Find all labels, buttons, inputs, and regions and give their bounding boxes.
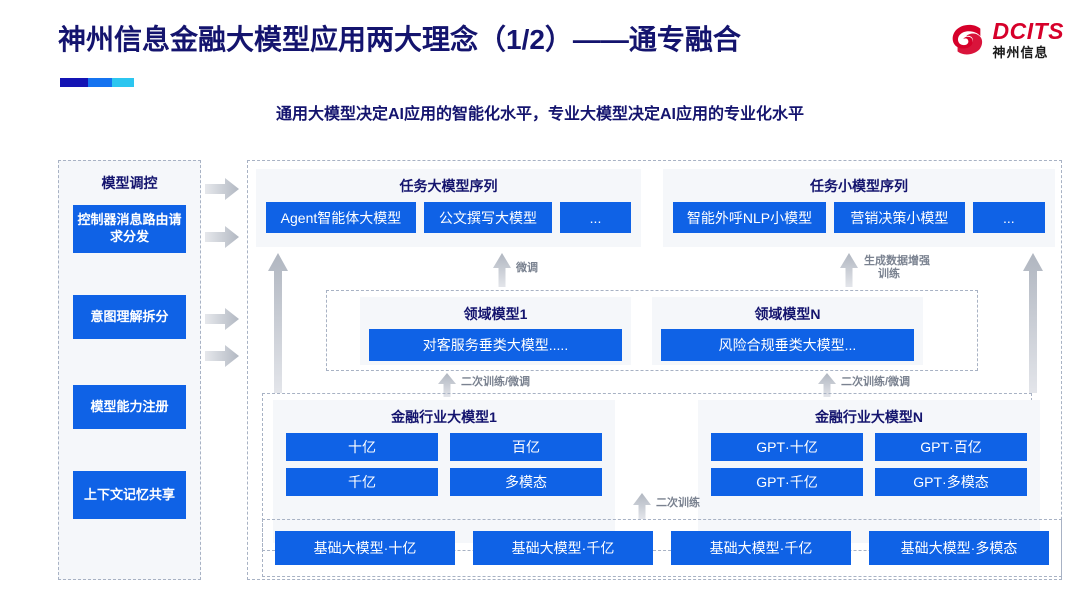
accent-bar — [60, 78, 134, 87]
panel-task-small-models: 任务小模型序列 智能外呼NLP小模型 营销决策小模型 ... — [663, 169, 1055, 247]
flow-arrow-up-retrain-right — [818, 373, 836, 397]
control-item-capability-registry[interactable]: 模型能力注册 — [73, 385, 186, 429]
flow-arrow-right-3 — [205, 308, 239, 330]
panel-task-big-title: 任务大模型序列 — [399, 178, 498, 194]
flow-arrow-up-finetune — [493, 253, 511, 287]
flow-arrow-right-2 — [205, 226, 239, 248]
chip-base-hundred-billion-2[interactable]: 基础大模型·千亿 — [671, 531, 851, 565]
chip-industry1-billion[interactable]: 十亿 — [286, 433, 438, 461]
flow-arrow-up-gen-data-aug — [840, 253, 858, 287]
chip-industry1-hundred-billion[interactable]: 千亿 — [286, 468, 438, 496]
chip-task-big-more[interactable]: ... — [560, 202, 631, 233]
arrow-label-retrain-finetune-right: 二次训练/微调 — [841, 376, 911, 388]
model-stack-container: 任务大模型序列 Agent智能体大模型 公文撰写大模型 ... 任务小模型序列 … — [247, 160, 1062, 580]
panel-domain-1-title: 领域模型1 — [463, 306, 528, 322]
accent-segment-3 — [111, 78, 134, 87]
flow-arrow-up-retrain-base — [633, 493, 651, 519]
chip-outbound-nlp-model[interactable]: 智能外呼NLP小模型 — [673, 202, 827, 233]
panel-task-big-models: 任务大模型序列 Agent智能体大模型 公文撰写大模型 ... — [256, 169, 641, 247]
panel-industry-1-title: 金融行业大模型1 — [391, 409, 497, 425]
panel-task-small-title: 任务小模型序列 — [810, 178, 908, 194]
control-item-context-memory[interactable]: 上下文记忆共享 — [73, 471, 186, 519]
chip-marketing-decision-model[interactable]: 营销决策小模型 — [834, 202, 965, 233]
accent-segment-1 — [60, 78, 89, 87]
arrow-label-retrain: 二次训练 — [656, 497, 700, 509]
arrow-label-finetune: 微调 — [516, 262, 538, 274]
page-subtitle: 通用大模型决定AI应用的智能化水平，专业大模型决定AI应用的专业化水平 — [275, 106, 804, 123]
chip-agent-model[interactable]: Agent智能体大模型 — [266, 202, 416, 233]
chip-industryn-gpt-billion[interactable]: GPT·十亿 — [711, 433, 863, 461]
panel-domain-n-title: 领域模型N — [754, 306, 821, 322]
chip-base-multimodal[interactable]: 基础大模型·多模态 — [869, 531, 1049, 565]
page-title: 神州信息金融大模型应用两大理念（1/2）——通专融合 — [58, 24, 741, 55]
arrow-label-retrain-finetune-left: 二次训练/微调 — [461, 376, 531, 388]
arrow-label-gen-data-aug: 生成数据增强 训练 — [864, 255, 930, 281]
chip-industry1-multimodal[interactable]: 多模态 — [450, 468, 602, 496]
flow-arrow-up-outer-right — [1023, 253, 1043, 393]
chip-customer-service-vertical-model[interactable]: 对客服务垂类大模型..... — [369, 329, 622, 361]
control-item-intent-parsing[interactable]: 意图理解拆分 — [73, 295, 186, 339]
flow-arrow-up-retrain-left — [438, 373, 456, 397]
arrow-label-gen-data-aug-line1: 生成数据增强 — [864, 255, 930, 267]
panel-domain-model-n: 领域模型N 风险合规垂类大模型... — [652, 297, 923, 365]
chip-industry1-ten-billion[interactable]: 百亿 — [450, 433, 602, 461]
brand-logo: DCITS 神州信息 — [949, 20, 1065, 59]
chip-industryn-gpt-ten-billion[interactable]: GPT·百亿 — [875, 433, 1027, 461]
control-column: 模型调控 控制器消息路由请求分发 意图理解拆分 模型能力注册 上下文记忆共享 — [58, 160, 201, 580]
control-column-title: 模型调控 — [101, 175, 158, 191]
foundation-model-band: 基础大模型·十亿 基础大模型·千亿 基础大模型·千亿 基础大模型·多模态 — [262, 519, 1062, 577]
logo-wordmark-en: DCITS — [992, 18, 1064, 44]
chip-base-billion[interactable]: 基础大模型·十亿 — [275, 531, 455, 565]
arrow-label-gen-data-aug-line2: 训练 — [878, 268, 900, 281]
dcits-swirl-icon — [952, 24, 982, 54]
accent-segment-2 — [88, 78, 112, 87]
panel-domain-model-1: 领域模型1 对客服务垂类大模型..... — [360, 297, 631, 365]
panel-industry-n-title: 金融行业大模型N — [814, 409, 924, 425]
domain-model-band: 领域模型1 对客服务垂类大模型..... 领域模型N 风险合规垂类大模型... — [326, 290, 978, 371]
flow-arrow-right-1 — [205, 178, 239, 200]
flow-arrow-up-outer-left — [268, 253, 288, 393]
chip-document-writing-model[interactable]: 公文撰写大模型 — [423, 202, 553, 233]
chip-base-hundred-billion-1[interactable]: 基础大模型·千亿 — [473, 531, 653, 565]
chip-industryn-gpt-multimodal[interactable]: GPT·多模态 — [875, 468, 1027, 496]
flow-arrow-right-4 — [205, 345, 239, 367]
chip-industryn-gpt-hundred-billion[interactable]: GPT·千亿 — [711, 468, 863, 496]
chip-risk-compliance-vertical-model[interactable]: 风险合规垂类大模型... — [661, 329, 914, 361]
control-item-message-routing[interactable]: 控制器消息路由请求分发 — [73, 205, 186, 253]
chip-task-small-more[interactable]: ... — [972, 202, 1045, 233]
logo-wordmark-cn: 神州信息 — [992, 45, 1049, 60]
